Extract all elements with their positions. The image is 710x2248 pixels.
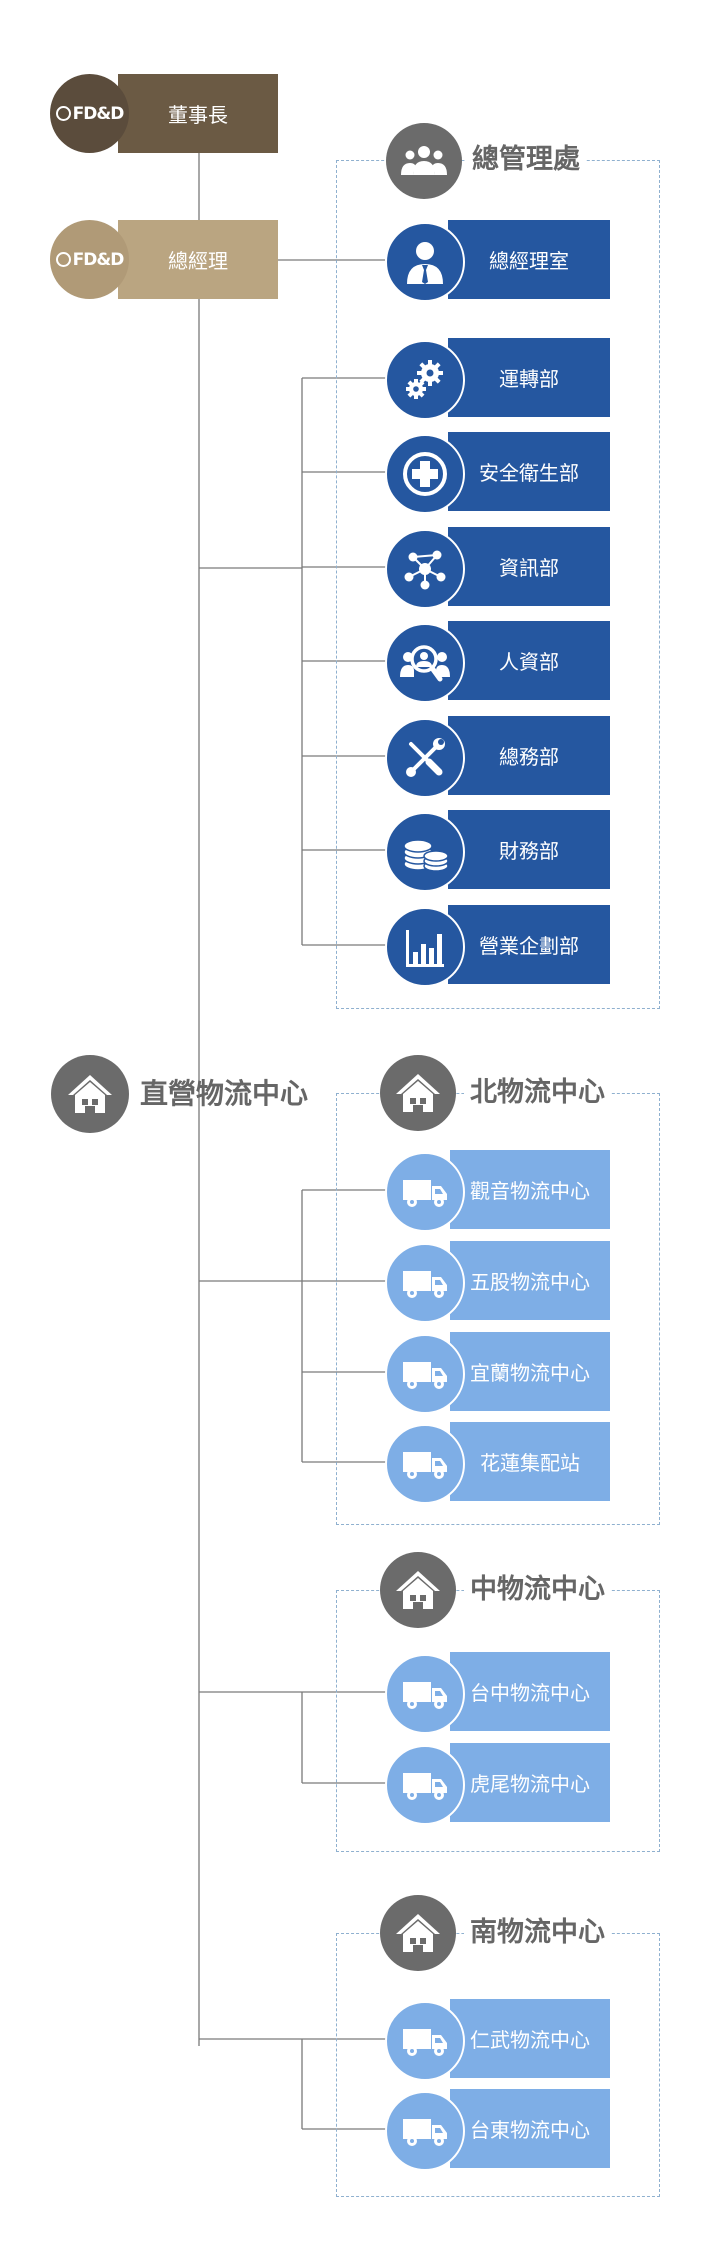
chairman-logo: FD&D bbox=[50, 74, 129, 153]
center-box: 台東物流中心 bbox=[450, 2089, 610, 2168]
bar-chart-icon bbox=[406, 930, 444, 967]
dept-box-operations: 運轉部 bbox=[448, 338, 610, 417]
coins-icon bbox=[403, 839, 449, 872]
businessman-icon bbox=[407, 242, 443, 284]
center-label: 虎尾物流中心 bbox=[470, 1772, 590, 1796]
house-icon bbox=[396, 1914, 440, 1952]
truck-icon bbox=[403, 2029, 447, 2056]
center-circle bbox=[385, 1745, 465, 1825]
center-label: 觀音物流中心 bbox=[470, 1179, 590, 1203]
south-title: 南物流中心 bbox=[464, 1913, 611, 1953]
center-circle bbox=[385, 1334, 465, 1414]
gm-box: 總經理 bbox=[118, 220, 278, 299]
dept-label: 總務部 bbox=[499, 745, 559, 769]
center-box: 宜蘭物流中心 bbox=[450, 1332, 610, 1411]
gm-office-circle bbox=[385, 222, 465, 302]
dept-circle-it bbox=[385, 529, 465, 609]
center-circle bbox=[385, 1424, 465, 1504]
central-header-circle bbox=[380, 1552, 456, 1628]
dept-circle-operations bbox=[385, 340, 465, 420]
tools-icon bbox=[406, 738, 445, 777]
center-box: 五股物流中心 bbox=[450, 1241, 610, 1320]
center-label: 五股物流中心 bbox=[470, 1270, 590, 1294]
logistics-title: 直營物流中心 bbox=[140, 1077, 309, 1110]
dept-circle-safety bbox=[385, 434, 465, 514]
north-header-circle bbox=[380, 1055, 456, 1131]
gears-icon bbox=[406, 360, 443, 399]
truck-icon bbox=[403, 1180, 447, 1207]
dept-circle-finance bbox=[385, 812, 465, 892]
dept-label: 營業企劃部 bbox=[479, 934, 579, 958]
house-icon bbox=[396, 1074, 440, 1112]
logistics-header-circle bbox=[51, 1055, 129, 1133]
center-circle bbox=[385, 2001, 465, 2081]
center-box: 仁武物流中心 bbox=[450, 1999, 610, 2078]
admin-title: 總管理處 bbox=[466, 140, 586, 180]
medical-cross-icon bbox=[403, 452, 447, 496]
north-title: 北物流中心 bbox=[464, 1073, 611, 1113]
gm-label: 總經理 bbox=[168, 249, 228, 273]
chairman-label: 董事長 bbox=[168, 103, 228, 127]
chairman-box: 董事長 bbox=[118, 74, 278, 153]
truck-icon bbox=[403, 2119, 447, 2146]
dept-box-it: 資訊部 bbox=[448, 527, 610, 606]
truck-icon bbox=[403, 1362, 447, 1389]
network-icon bbox=[404, 550, 446, 590]
center-box: 台中物流中心 bbox=[450, 1652, 610, 1731]
people-search-icon bbox=[400, 645, 450, 682]
truck-icon bbox=[403, 1773, 447, 1800]
fdd-logo-icon: FD&D bbox=[55, 250, 124, 270]
admin-header-circle bbox=[386, 123, 462, 199]
dept-box-general-affairs: 總務部 bbox=[448, 716, 610, 795]
center-label: 宜蘭物流中心 bbox=[470, 1361, 590, 1385]
house-icon bbox=[68, 1075, 112, 1113]
house-icon bbox=[396, 1571, 440, 1609]
truck-icon bbox=[403, 1682, 447, 1709]
dept-box-safety: 安全衛生部 bbox=[448, 432, 610, 511]
center-box: 花蓮集配站 bbox=[450, 1422, 610, 1501]
dept-label: 安全衛生部 bbox=[479, 461, 579, 485]
center-circle bbox=[385, 1152, 465, 1232]
center-label: 台東物流中心 bbox=[470, 2118, 590, 2142]
center-circle bbox=[385, 1654, 465, 1734]
center-circle bbox=[385, 1243, 465, 1323]
gm-logo: FD&D bbox=[50, 220, 129, 299]
center-label: 台中物流中心 bbox=[470, 1681, 590, 1705]
gm-office-box: 總經理室 bbox=[448, 220, 610, 299]
truck-icon bbox=[403, 1271, 447, 1298]
south-header-circle bbox=[380, 1895, 456, 1971]
team-icon bbox=[401, 146, 447, 175]
dept-circle-general-affairs bbox=[385, 718, 465, 798]
center-label: 花蓮集配站 bbox=[480, 1451, 580, 1475]
dept-box-planning: 營業企劃部 bbox=[448, 905, 610, 984]
truck-icon bbox=[403, 1452, 447, 1479]
central-title: 中物流中心 bbox=[464, 1570, 611, 1610]
dept-box-hr: 人資部 bbox=[448, 621, 610, 700]
center-box: 虎尾物流中心 bbox=[450, 1743, 610, 1822]
dept-label: 運轉部 bbox=[499, 367, 559, 391]
dept-label: 資訊部 bbox=[499, 556, 559, 580]
dept-label: 財務部 bbox=[499, 839, 559, 863]
dept-label: 人資部 bbox=[499, 650, 559, 674]
fdd-logo-icon: FD&D bbox=[55, 104, 124, 124]
center-circle bbox=[385, 2091, 465, 2171]
dept-circle-hr bbox=[385, 623, 465, 703]
gm-office-label: 總經理室 bbox=[489, 249, 569, 273]
dept-box-finance: 財務部 bbox=[448, 810, 610, 889]
dept-circle-planning bbox=[385, 907, 465, 987]
center-box: 觀音物流中心 bbox=[450, 1150, 610, 1229]
center-label: 仁武物流中心 bbox=[470, 2028, 590, 2052]
